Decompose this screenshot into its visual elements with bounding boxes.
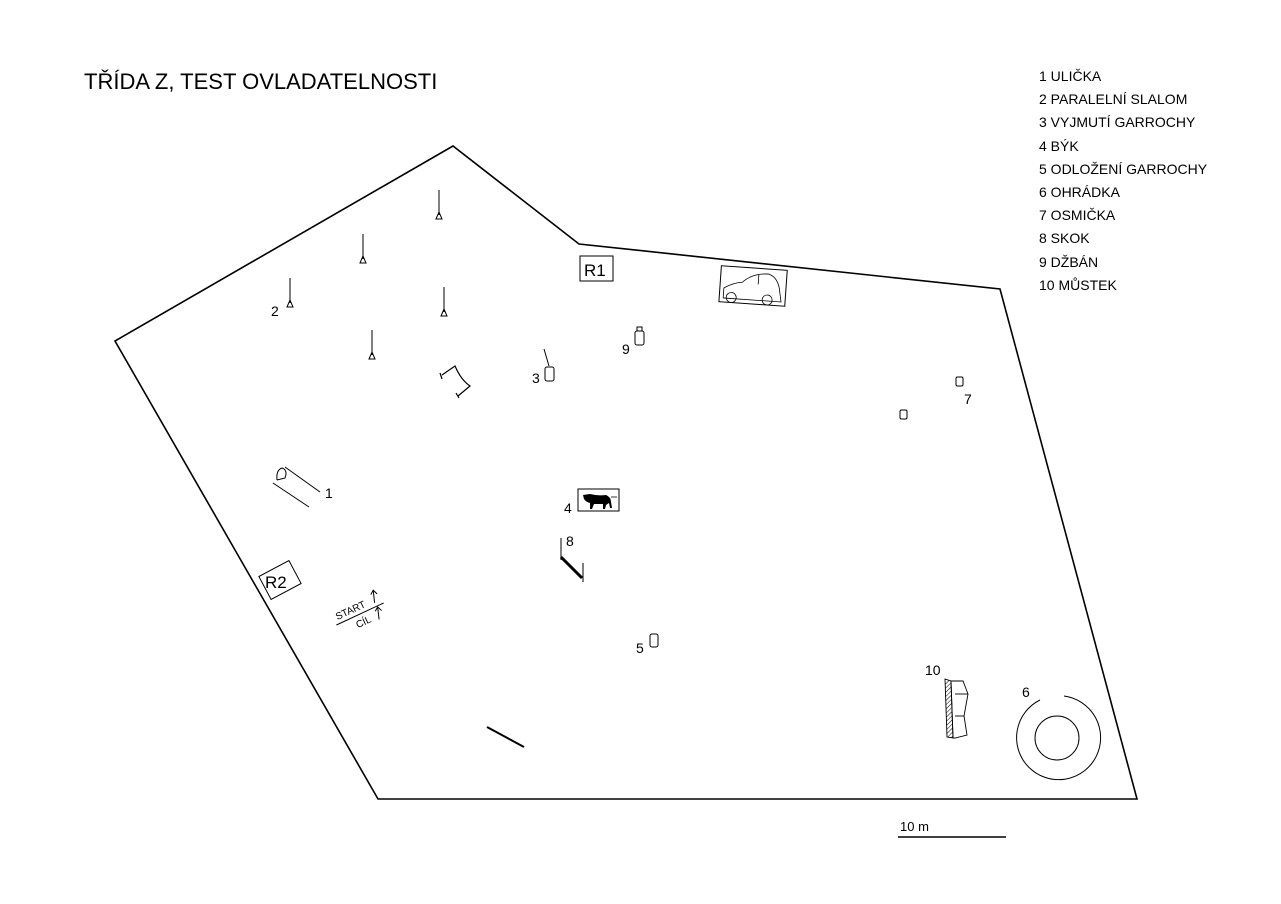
marker-1: 1 bbox=[325, 485, 333, 501]
judge-r2-label: R2 bbox=[265, 573, 287, 592]
pot-icon bbox=[543, 348, 555, 382]
marker-6: 6 bbox=[1022, 684, 1030, 700]
pen-icon bbox=[1016, 695, 1102, 781]
gate-arc-icon bbox=[439, 365, 472, 399]
legend-item: 3 VYJMUTÍ GARROCHY bbox=[1039, 114, 1196, 131]
judge-r1-box bbox=[579, 255, 614, 282]
pole-icon bbox=[440, 287, 448, 317]
slalom-poles bbox=[286, 190, 448, 360]
legend-item: 8 SKOK bbox=[1039, 230, 1090, 247]
pole-icon bbox=[435, 190, 443, 220]
marker-9: 9 bbox=[622, 341, 630, 357]
arrow-icon bbox=[374, 606, 382, 620]
legend-item: 7 OSMIČKA bbox=[1039, 207, 1116, 224]
legend-item: 6 OHRÁDKA bbox=[1039, 184, 1120, 201]
pole-icon bbox=[359, 234, 367, 264]
barrel-icon bbox=[955, 376, 964, 387]
pole-icon bbox=[286, 278, 294, 308]
marker-7: 7 bbox=[964, 391, 972, 407]
legend-item: 4 BÝK bbox=[1039, 137, 1079, 154]
start-line bbox=[336, 602, 384, 626]
page-title: TŘÍDA Z, TEST OVLADATELNOSTI bbox=[84, 69, 437, 94]
legend-item: 1 ULIČKA bbox=[1039, 68, 1102, 84]
marker-5: 5 bbox=[636, 640, 644, 656]
marker-2: 2 bbox=[271, 303, 279, 319]
marker-8: 8 bbox=[566, 533, 574, 549]
judge-r1-label: R1 bbox=[584, 261, 606, 280]
alley-icon bbox=[272, 466, 321, 508]
marker-3: 3 bbox=[532, 370, 540, 386]
arena-boundary bbox=[113, 145, 1139, 800]
barrel-icon bbox=[899, 409, 908, 420]
pot-icon bbox=[649, 633, 659, 648]
scale-label: 10 m bbox=[900, 819, 929, 834]
legend-item: 2 PARALELNÍ SLALOM bbox=[1039, 91, 1188, 108]
legend-item: 10 MŮSTEK bbox=[1039, 276, 1117, 293]
jug-icon bbox=[634, 326, 645, 346]
bridge-icon bbox=[944, 678, 969, 739]
marker-10: 10 bbox=[925, 662, 941, 678]
marker-4: 4 bbox=[564, 500, 572, 516]
judge-r2-box bbox=[258, 559, 302, 601]
pole-icon bbox=[368, 330, 376, 360]
jump-icon bbox=[559, 538, 584, 582]
bull-icon bbox=[577, 488, 620, 512]
legend-item: 5 ODLOŽENÍ GARROCHY bbox=[1039, 160, 1208, 177]
legend: 1 ULIČKA 2 PARALELNÍ SLALOM 3 VYJMUTÍ GA… bbox=[1039, 65, 1207, 297]
arrow-icon bbox=[370, 589, 378, 603]
legend-item: 9 DŽBÁN bbox=[1039, 253, 1099, 270]
car-icon bbox=[718, 265, 788, 307]
pole-on-ground bbox=[486, 726, 525, 748]
